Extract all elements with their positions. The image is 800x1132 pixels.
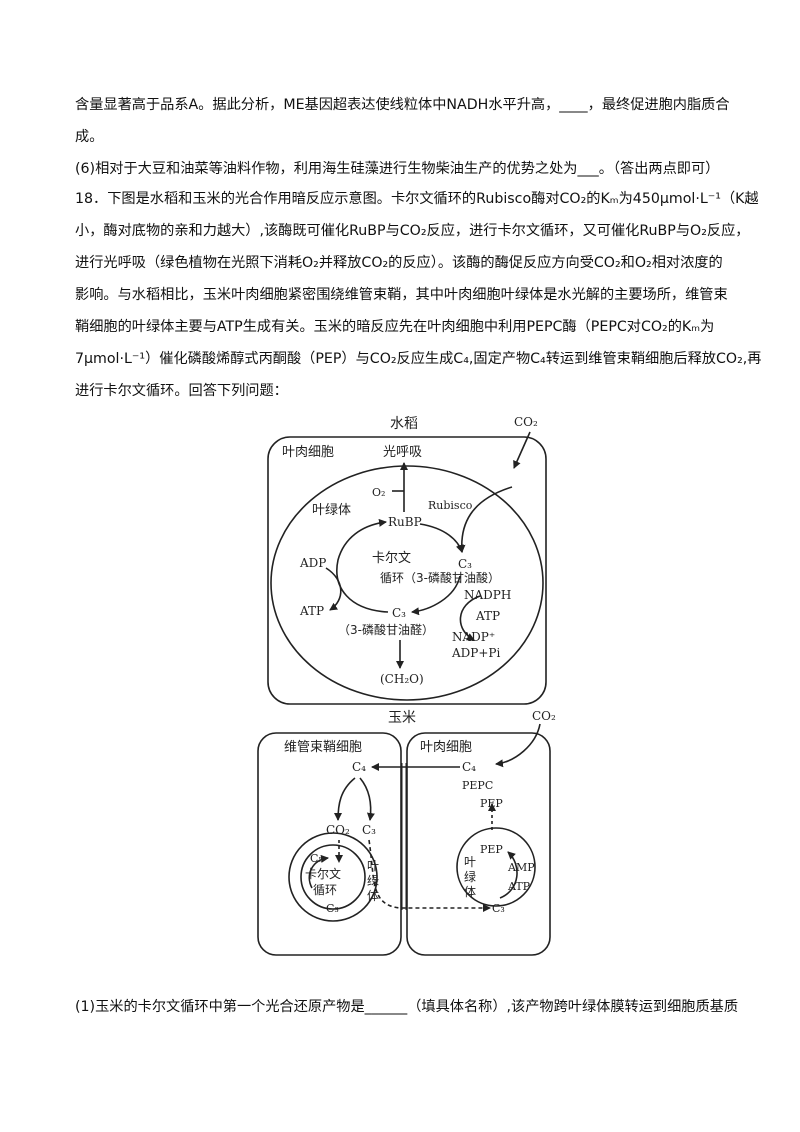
question-6: (6)相对于大豆和油菜等油料作物，利用海生硅藻进行生物柴油生产的优势之处为___… [75, 161, 720, 177]
calvin-cycle-label-1: 卡尔文 [372, 551, 411, 566]
maize-c3-mid-label: C₃ [362, 823, 376, 837]
maize-c3-right-label: C₃ [492, 902, 505, 915]
maize-c4-right-label: C₄ [462, 760, 476, 774]
maize-calvin-label-1: 卡尔文 [305, 866, 341, 881]
maize-mesophyll-chloroplast [456, 827, 536, 907]
question-18-line-6: 7μmol·L⁻¹）催化磷酸烯醇式丙酮酸（PEP）与CO₂反应生成C₄,固定产物… [75, 351, 762, 367]
rice-c3-top-label: C₃ [458, 557, 472, 571]
bundle-chloroplast-char-1: 叶 [367, 859, 379, 873]
rice-title: 水稻 [390, 416, 418, 432]
rice-o2-label: O₂ [372, 486, 385, 499]
amp-label: AMP [507, 861, 535, 874]
calvin-cycle-label-2: 循环（3-磷酸甘油酸） [380, 570, 500, 585]
rice-mesophyll-cell [267, 436, 547, 705]
question-18-1: (1)玉米的卡尔文循环中第一个光合还原产物是______（填具体名称）,该产物跨… [75, 999, 739, 1015]
question-18-line-2: 小，酶对底物的亲和力越大）,该酶既可催化RuBP与CO₂反应，进行卡尔文循环，又… [75, 223, 750, 239]
maize-title: 玉米 [388, 710, 416, 726]
maize-co2-label: CO₂ [532, 709, 556, 723]
adp-label: ADP [299, 556, 326, 570]
photorespiration-label: 光呼吸 [383, 445, 422, 460]
text-line-2: 成。 [75, 129, 104, 145]
rice-mesophyll-label: 叶肉细胞 [282, 445, 334, 460]
question-18-line-4: 影响。与水稻相比，玉米叶肉细胞紧密围绕维管束鞘，其中叶肉细胞叶绿体是水光解的主要… [75, 287, 728, 303]
maize-mesophyll-label: 叶肉细胞 [420, 740, 472, 755]
maize-calvin-label-2: 循环 [313, 883, 337, 897]
rubisco-label: Rubisco [428, 499, 473, 512]
maize-pep-inner-label: PEP [480, 843, 503, 856]
maize-atp-label: ATP [507, 880, 531, 893]
rice-chloroplast-label: 叶绿体 [312, 503, 351, 518]
question-18-line-3: 进行光呼吸（绿色植物在光照下消耗O₂并释放CO₂的反应）。该酶的酶促反应方向受C… [75, 255, 723, 271]
question-18-line-1: 18．下图是水稻和玉米的光合作用暗反应示意图。卡尔文循环的Rubisco酶对CO… [75, 191, 759, 207]
c5-label: C₅ [310, 852, 323, 865]
maize-co2-inner-label: CO₂ [326, 823, 350, 837]
nadph-label: NADPH [464, 588, 511, 602]
maize-c4-left-label: C₄ [352, 760, 366, 774]
adp-pi-label: ADP+Pi [451, 646, 500, 660]
pepc-label: PEPC [462, 779, 493, 792]
rice-atp-left-label: ATP [299, 604, 324, 618]
maize-pep-top-label: PEP [480, 797, 503, 810]
maize-c3-inner-label: C₃ [326, 902, 339, 915]
maize-bundle-sheath-cell [257, 732, 402, 956]
bundle-chloroplast-char-3: 体 [367, 889, 379, 903]
rice-atp-right-label: ATP [475, 609, 500, 623]
question-18-line-5: 鞘细胞的叶绿体主要与ATP生成有关。玉米的暗反应先在叶肉细胞中利用PEPC酶（P… [75, 319, 715, 335]
ch2o-label: (CH₂O) [380, 672, 424, 686]
maize-bundle-sheath-chloroplast [288, 832, 378, 922]
meso-chloroplast-char-2: 绿 [464, 869, 476, 884]
bundle-chloroplast-char-2: 绿 [367, 873, 379, 888]
text-line-1: 含量显著高于品系A。据此分析，ME基因超表达使线粒体中NADH水平升高，____… [75, 97, 730, 113]
maize-mesophyll-cell [406, 732, 551, 956]
bundle-sheath-label: 维管束鞘细胞 [284, 740, 362, 755]
meso-chloroplast-char-3: 体 [464, 885, 476, 899]
g3p-label: （3-磷酸甘油醛） [338, 622, 434, 637]
rubp-label: RuBP [388, 515, 422, 529]
rice-c3-bottom-label: C₃ [392, 606, 406, 620]
meso-chloroplast-char-1: 叶 [464, 855, 476, 869]
question-18-line-7: 进行卡尔文循环。回答下列问题： [75, 383, 288, 399]
rice-co2-label: CO₂ [514, 415, 538, 429]
nadp-label: NADP⁺ [452, 630, 495, 644]
